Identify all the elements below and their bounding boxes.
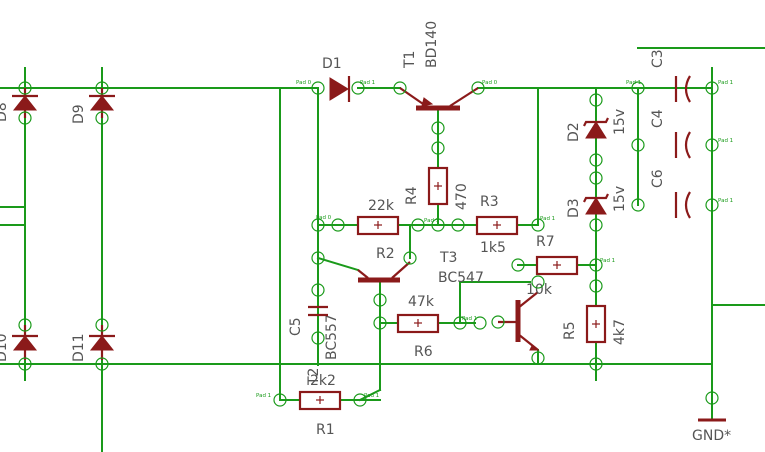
d1-label: D1 (322, 56, 342, 72)
diode-d8[interactable]: D8 (0, 88, 38, 122)
c4-label: C4 (650, 109, 666, 128)
diode-d11[interactable]: D11 (71, 325, 115, 362)
ground-symbol[interactable]: GND* (692, 418, 731, 444)
d10-label: D10 (0, 333, 10, 362)
capacitor-c3[interactable]: C3 (650, 49, 691, 103)
d8-label: D8 (0, 102, 10, 122)
r3-value: 1k5 (480, 240, 506, 256)
pad-label-r7-2: Pad 1 (600, 258, 615, 264)
r1-label: R1 (316, 422, 335, 438)
pad-label-c6-2: Pad 1 (718, 198, 733, 204)
gnd-label: GND* (692, 428, 731, 444)
d2-label: D2 (566, 122, 582, 142)
diode-d1[interactable]: D1 (322, 56, 351, 102)
t2-label: T2 (306, 368, 322, 386)
r2-value: 22k (368, 198, 395, 214)
d3-value: 15v (612, 186, 628, 212)
d2-value: 15v (612, 109, 628, 135)
r3-label: R3 (480, 194, 499, 210)
pad-label-c4-2: Pad 1 (718, 138, 733, 144)
pads (18, 81, 719, 407)
resistor-r7[interactable]: R7 10k (526, 234, 579, 298)
zener-d3[interactable]: D3 15v (566, 186, 628, 218)
c5-label: C5 (288, 317, 304, 336)
resistor-r1[interactable]: 2k2 R1 (298, 373, 342, 438)
t3-label: T3 (439, 250, 457, 266)
d9-label: D9 (71, 104, 87, 124)
r6-value: 47k (408, 294, 435, 310)
resistor-r6[interactable]: 47k R6 (396, 294, 440, 360)
pad-label-r3-2: Pad 1 (540, 216, 555, 222)
r4-value: 470 (454, 183, 470, 210)
c3-label: C3 (650, 49, 666, 68)
pad-label-r1-2: Pad 1 (364, 393, 379, 399)
pad-label-r2-1: Pad 0 (316, 215, 332, 221)
r2-label: R2 (376, 246, 395, 262)
t1-label: T1 (402, 51, 418, 69)
pad-label-d1-a: Pad 0 (296, 80, 312, 86)
d3-label: D3 (566, 198, 582, 218)
c6-label: C6 (650, 169, 666, 188)
d11-label: D11 (71, 333, 87, 362)
resistor-r5[interactable]: R5 4k7 (562, 304, 628, 345)
zener-d2[interactable]: D2 15v (566, 109, 628, 142)
r4-label: R4 (404, 186, 420, 205)
transistor-t3[interactable]: T3 BC547 (438, 250, 540, 351)
pad-label-r6-2: Pad 1 (462, 316, 477, 322)
resistor-r3[interactable]: R3 1k5 (475, 194, 519, 256)
r1-value: 2k2 (310, 373, 336, 389)
pad-label-r1-1: Pad 1 (256, 393, 271, 399)
pad-label-c3-2: Pad 1 (718, 80, 733, 86)
capacitor-c4[interactable]: C4 (650, 109, 691, 159)
r6-label: R6 (414, 344, 433, 360)
pad-label-c3-1: Pad 1 (626, 80, 641, 86)
transistor-t1[interactable]: T1 BD140 (399, 21, 479, 111)
pad-label-t1-e: Pad 0 (482, 80, 498, 86)
r7-value: 10k (526, 282, 553, 298)
r5-label: R5 (562, 321, 578, 340)
resistor-r4[interactable]: R4 470 (404, 166, 470, 210)
pad-label-d1-c: Pad 1 (360, 80, 375, 86)
pad-label-r2-2: Pad 1 (424, 218, 439, 224)
resistor-r2[interactable]: 22k R2 (356, 198, 400, 262)
r7-label: R7 (536, 234, 555, 250)
capacitor-c6[interactable]: C6 (650, 169, 691, 219)
pad-name-labels: Pad 0 Pad 1 Pad 0 Pad 0 Pad 1 Pad 1 Pad … (256, 80, 733, 399)
capacitor-c5[interactable]: C5 (288, 305, 328, 336)
diode-d10[interactable]: D10 (0, 325, 38, 362)
t1-part: BD140 (424, 21, 440, 68)
r5-value: 4k7 (612, 319, 628, 345)
t2-part: BC557 (324, 314, 340, 360)
transistor-t2[interactable]: T2 BC557 (306, 261, 411, 386)
diode-d9[interactable]: D9 (71, 88, 115, 124)
t3-part: BC547 (438, 270, 484, 286)
